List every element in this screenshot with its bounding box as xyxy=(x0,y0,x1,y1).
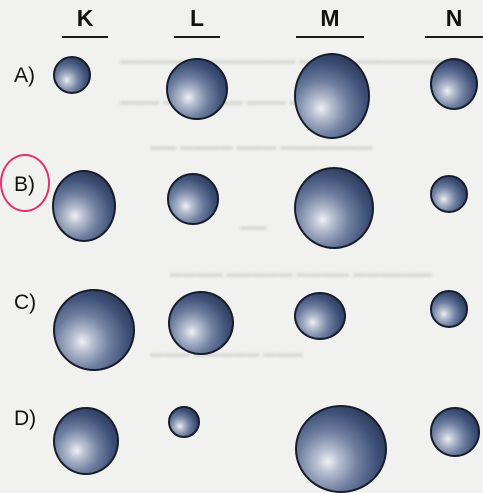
ball-d-k xyxy=(53,407,119,475)
ball-d-l xyxy=(168,406,200,438)
ball-d-m xyxy=(295,405,387,493)
header-underline xyxy=(425,36,483,38)
column-header-l: L xyxy=(174,4,220,38)
option-d-label[interactable]: D) xyxy=(14,407,37,430)
ball-a-k xyxy=(53,56,91,94)
header-underline xyxy=(62,36,108,38)
header-underline xyxy=(174,36,220,38)
column-header-m: M xyxy=(296,4,364,38)
column-header-k: K xyxy=(62,4,108,38)
option-c-label[interactable]: C) xyxy=(14,291,37,314)
ball-c-k xyxy=(53,289,135,371)
option-a-label[interactable]: A) xyxy=(14,64,35,87)
ball-b-m xyxy=(294,167,374,249)
ball-b-n xyxy=(430,175,468,213)
selected-answer-ring xyxy=(0,154,50,212)
column-header-label: L xyxy=(189,5,205,31)
ball-c-n xyxy=(430,290,468,328)
ball-a-m xyxy=(294,53,370,139)
column-header-label: N xyxy=(445,5,463,31)
option-b-label[interactable]: B) xyxy=(14,173,35,196)
ball-b-l xyxy=(167,173,219,225)
ball-a-l xyxy=(166,58,228,120)
column-header-n: N xyxy=(425,4,483,38)
header-underline xyxy=(296,36,364,38)
ball-d-n xyxy=(430,407,480,457)
ball-b-k xyxy=(52,170,116,242)
ball-c-m xyxy=(294,292,346,340)
column-header-label: K xyxy=(76,5,94,31)
ball-a-n xyxy=(430,58,478,110)
column-header-label: M xyxy=(320,5,340,31)
ball-c-l xyxy=(168,291,234,355)
